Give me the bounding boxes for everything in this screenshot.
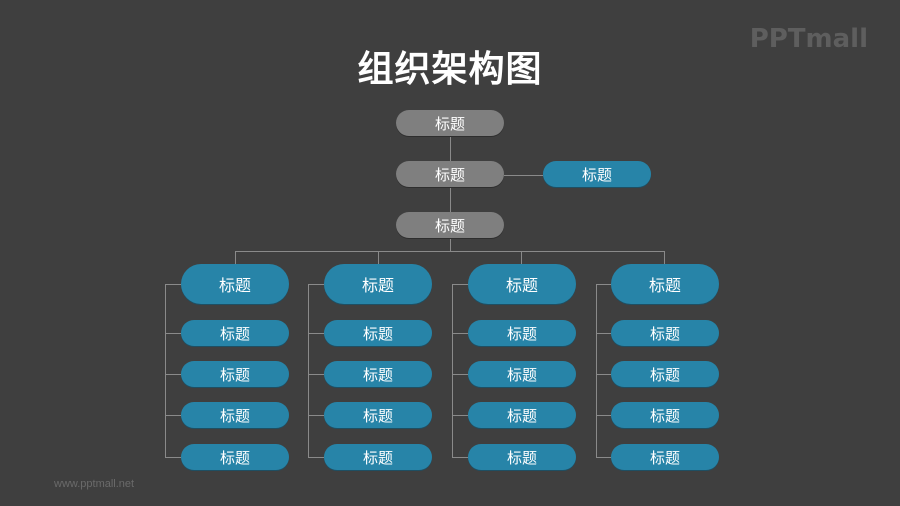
connector-line bbox=[308, 374, 325, 375]
org-node-column-item[interactable]: 标题 bbox=[324, 444, 432, 470]
org-node-column-header[interactable]: 标题 bbox=[611, 264, 719, 304]
connector-line bbox=[596, 333, 613, 334]
org-node-column-item[interactable]: 标题 bbox=[181, 444, 289, 470]
org-node-column-item[interactable]: 标题 bbox=[181, 361, 289, 387]
connector-line bbox=[450, 238, 451, 251]
connector-line bbox=[596, 457, 613, 458]
connector-line bbox=[165, 284, 166, 457]
pptmall-logo: PPTmall bbox=[749, 24, 868, 54]
connector-line bbox=[450, 187, 451, 213]
connector-line bbox=[452, 457, 469, 458]
org-node-column-header[interactable]: 标题 bbox=[324, 264, 432, 304]
footer-url: www.pptmall.net bbox=[54, 478, 135, 490]
org-node-column-item[interactable]: 标题 bbox=[611, 320, 719, 346]
connector-line bbox=[521, 251, 522, 264]
org-node-column-item[interactable]: 标题 bbox=[324, 402, 432, 428]
org-node-level2[interactable]: 标题 bbox=[396, 161, 504, 187]
org-node-level3[interactable]: 标题 bbox=[396, 212, 504, 238]
org-node-side[interactable]: 标题 bbox=[543, 161, 651, 187]
org-node-root[interactable]: 标题 bbox=[396, 110, 504, 136]
connector-line bbox=[308, 457, 325, 458]
org-node-column-item[interactable]: 标题 bbox=[324, 320, 432, 346]
org-node-column-item[interactable]: 标题 bbox=[324, 361, 432, 387]
connector-line bbox=[235, 251, 236, 264]
connector-line bbox=[165, 374, 182, 375]
connector-line bbox=[308, 333, 325, 334]
connector-line bbox=[450, 136, 451, 162]
connector-line bbox=[452, 333, 469, 334]
org-node-column-item[interactable]: 标题 bbox=[611, 361, 719, 387]
org-node-column-item[interactable]: 标题 bbox=[181, 320, 289, 346]
connector-line bbox=[596, 284, 597, 457]
connector-line bbox=[235, 251, 665, 252]
connector-line bbox=[452, 284, 469, 285]
connector-line bbox=[596, 284, 613, 285]
connector-line bbox=[452, 284, 453, 457]
connector-line bbox=[596, 415, 613, 416]
org-node-column-item[interactable]: 标题 bbox=[468, 402, 576, 428]
org-node-column-item[interactable]: 标题 bbox=[468, 320, 576, 346]
connector-line bbox=[165, 284, 182, 285]
connector-line bbox=[452, 374, 469, 375]
connector-line bbox=[308, 284, 325, 285]
connector-line bbox=[308, 284, 309, 457]
org-node-column-header[interactable]: 标题 bbox=[181, 264, 289, 304]
org-node-column-header[interactable]: 标题 bbox=[468, 264, 576, 304]
connector-line bbox=[378, 251, 379, 264]
connector-line bbox=[165, 457, 182, 458]
connector-line bbox=[165, 415, 182, 416]
connector-line bbox=[504, 175, 544, 176]
org-node-column-item[interactable]: 标题 bbox=[611, 444, 719, 470]
page-title: 组织架构图 bbox=[357, 49, 543, 90]
org-node-column-item[interactable]: 标题 bbox=[468, 444, 576, 470]
connector-line bbox=[452, 415, 469, 416]
org-node-column-item[interactable]: 标题 bbox=[468, 361, 576, 387]
org-node-column-item[interactable]: 标题 bbox=[181, 402, 289, 428]
connector-line bbox=[308, 415, 325, 416]
connector-line bbox=[664, 251, 665, 264]
connector-line bbox=[165, 333, 182, 334]
connector-line bbox=[596, 374, 613, 375]
org-node-column-item[interactable]: 标题 bbox=[611, 402, 719, 428]
